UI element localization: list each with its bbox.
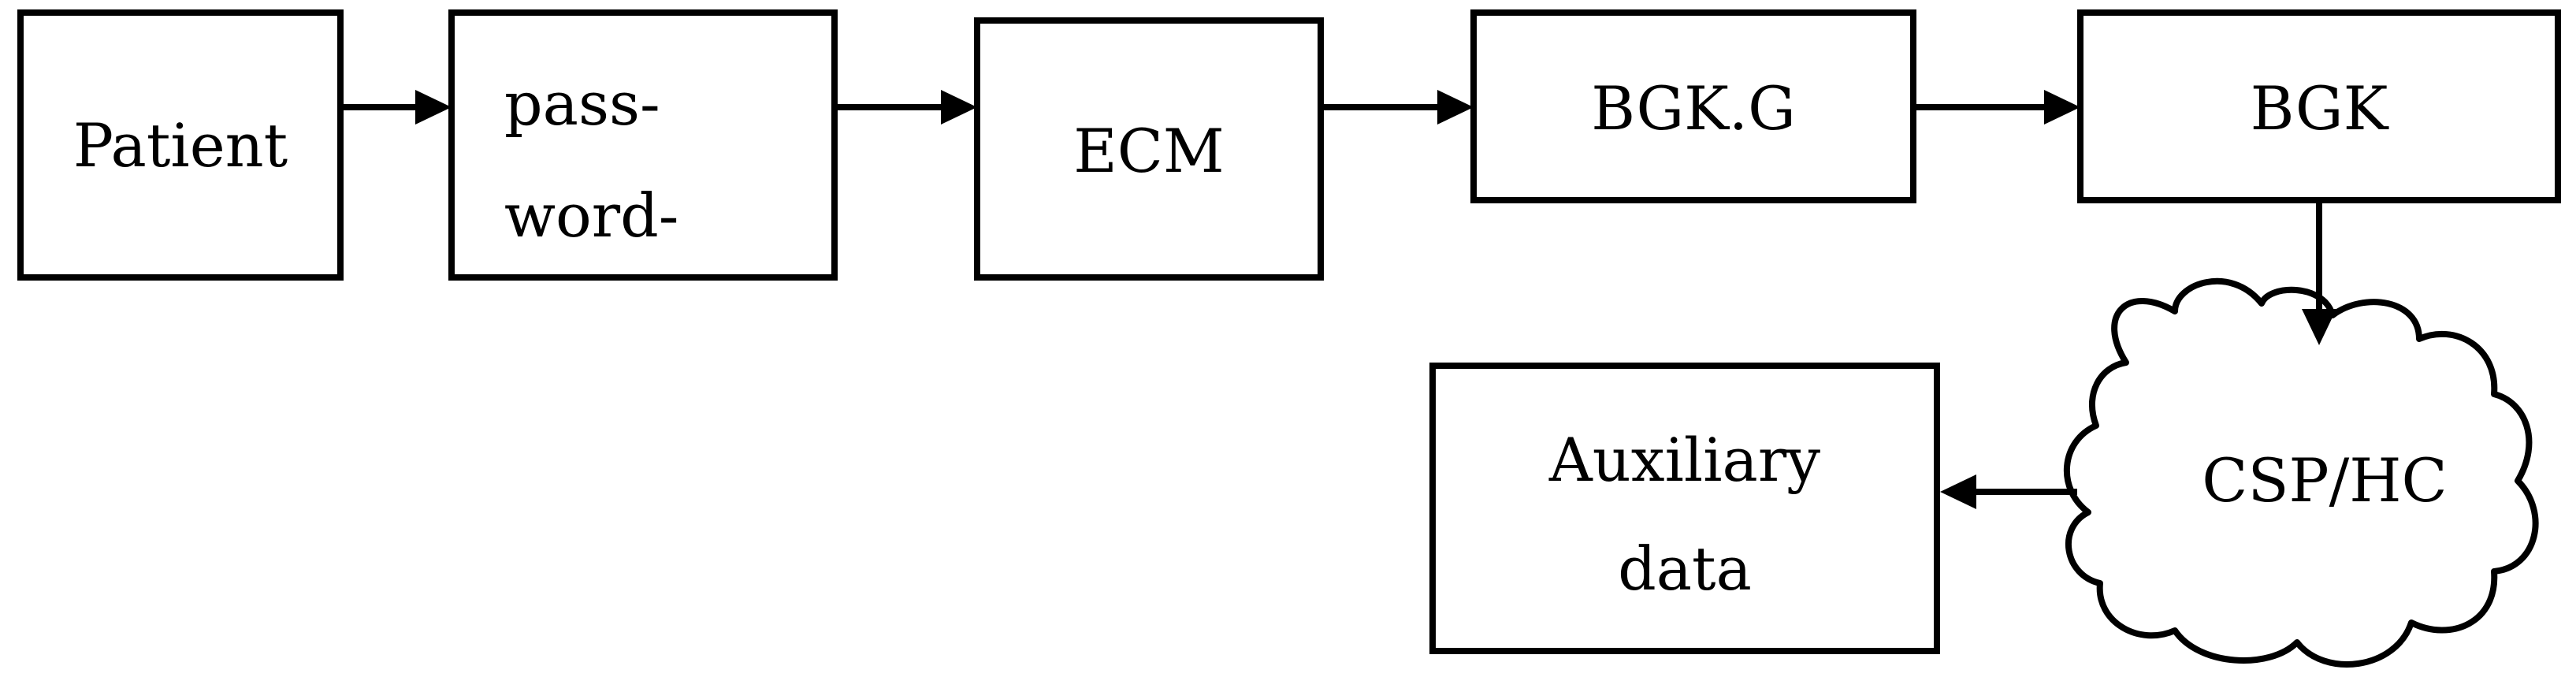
auxiliary-label-line2: data — [1618, 534, 1752, 604]
csphc-cloud: CSP/HC — [2063, 277, 2539, 668]
patient-label: Patient — [73, 110, 288, 180]
csphc-label: CSP/HC — [2202, 445, 2447, 515]
ecm-label: ECM — [1073, 116, 1224, 186]
edge-csphc-to-auxiliary — [1940, 474, 2077, 509]
edge-bgkg-to-bgk — [1913, 90, 2080, 125]
edge-patient-to-password — [340, 90, 452, 125]
password-box — [448, 9, 838, 281]
edge-password-to-ecm — [835, 90, 977, 125]
bgk-label: BGK — [2251, 73, 2389, 143]
edge-ecm-to-bgkg — [1321, 90, 1474, 125]
auxiliary-data-box — [1429, 363, 1940, 654]
edge-bgk-to-csphc — [2302, 200, 2336, 345]
bgkg-label: BGK.G — [1591, 73, 1796, 143]
ecm-box — [974, 17, 1324, 281]
password-label-line2: word- — [504, 180, 678, 251]
password-label-line1: pass- — [504, 69, 660, 139]
auxiliary-label-line1: Auxiliary — [1548, 425, 1820, 495]
patient-box — [17, 9, 344, 281]
